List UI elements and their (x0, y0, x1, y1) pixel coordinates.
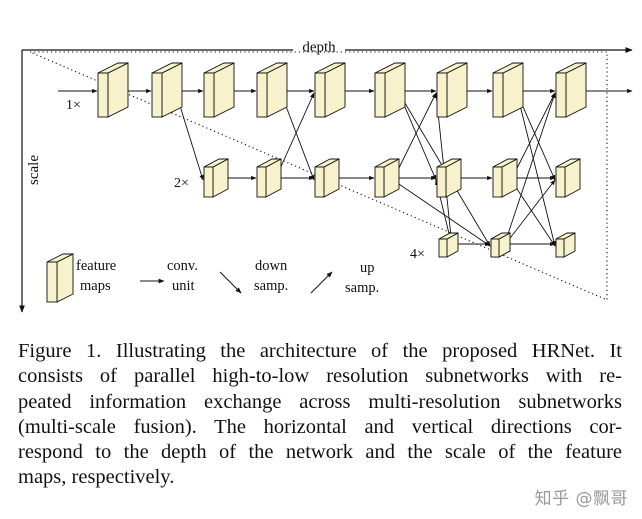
feature-map-r0-c0 (97, 62, 129, 118)
exchange-arrow (274, 92, 315, 181)
exchange-arrow (398, 92, 437, 181)
exchange-arrow (510, 92, 556, 181)
feature-map-r0-c7 (492, 62, 524, 118)
feature-map-r2-c7 (490, 232, 511, 258)
legend-feature-label-2: maps (80, 278, 111, 294)
legend: feature maps conv. unit down samp. up sa… (46, 253, 379, 303)
exchange-arrow (510, 179, 556, 247)
exchange-arrow (516, 92, 556, 247)
row-label-2x: 2× (174, 176, 189, 191)
legend-down-label-2: samp. (254, 278, 288, 294)
caption-line-5: respond to the depth of the network and … (18, 441, 622, 464)
feature-map-r1-c3 (256, 158, 282, 198)
legend-conv-label-2: unit (172, 278, 195, 294)
legend-block-shape (46, 253, 74, 303)
exchange-arrow (503, 92, 556, 247)
feature-map-r1-c4 (314, 158, 340, 198)
caption-line-6: maps, respectively. (18, 466, 175, 489)
caption-line-1: Figure 1. Illustrating the architecture … (18, 340, 622, 362)
legend-feature-map-icon (46, 253, 74, 303)
watermark: 知乎 @飘哥 (534, 489, 628, 509)
feature-map-r1-c6 (436, 158, 462, 198)
depth-label: depth (302, 39, 336, 55)
scale-label: scale (26, 155, 42, 185)
caption-line-2: consists of parallel high-to-low resolut… (18, 365, 622, 388)
exchange-arrow (516, 92, 556, 181)
row-label-1x: 1× (66, 98, 81, 113)
legend-down-arrow (219, 271, 242, 294)
feature-map-r0-c5 (374, 62, 406, 118)
feature-map-r2-c8 (555, 232, 576, 258)
legend-down-label-1: down (255, 258, 288, 274)
caption-line-4: (multi-scale fusion). The horizontal and… (18, 415, 622, 438)
exchange-arrow (392, 92, 437, 181)
connections (58, 88, 633, 247)
exchange-arrow (392, 179, 491, 247)
feature-map-blocks (97, 62, 587, 258)
legend-feature-label-1: feature (76, 258, 116, 274)
feature-map-r0-c1 (151, 62, 183, 118)
feature-map-r1-c8 (555, 158, 581, 198)
feature-map-r0-c3 (256, 62, 288, 118)
feature-map-r0-c8 (555, 62, 587, 118)
feature-map-r2-c5 (438, 232, 459, 258)
feature-map-r0-c2 (203, 62, 235, 118)
legend-conv-label-1: conv. (167, 258, 198, 274)
feature-map-r0-c4 (314, 62, 346, 118)
feature-map-r1-c7 (492, 158, 518, 198)
legend-up-label-2: samp. (345, 280, 379, 296)
feature-map-r1-c2 (203, 158, 229, 198)
caption-line-3: peated information exchange across multi… (18, 390, 622, 413)
row-label-4x: 4× (410, 247, 425, 262)
feature-map-r0-c6 (436, 62, 468, 118)
legend-up-label-1: up (360, 260, 375, 276)
exchange-arrow (503, 179, 556, 247)
legend-up-arrow (310, 271, 333, 294)
figure-caption: Figure 1. Illustrating the architecture … (18, 339, 622, 491)
feature-map-r1-c5 (374, 158, 400, 198)
depth-label-bg (293, 40, 345, 56)
